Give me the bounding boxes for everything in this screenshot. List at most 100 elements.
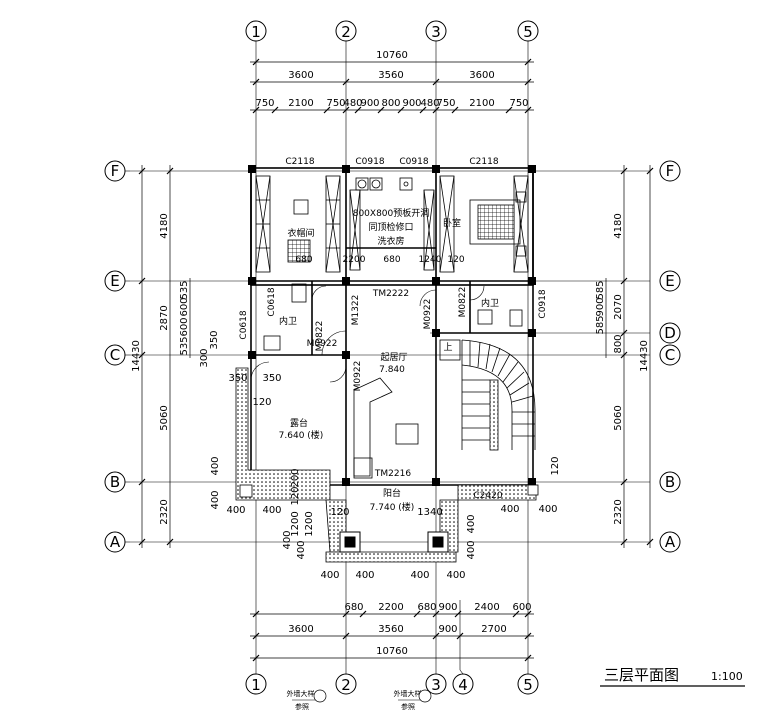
bay-dim: 4180 [159, 213, 170, 238]
room-name: 露台 [290, 417, 308, 429]
axis-label-right: E [665, 272, 674, 290]
misc-dimensions: 350 300 350 350 120 400 400 400 400 200 … [199, 255, 561, 581]
door-tag: M0922 [353, 361, 363, 392]
room-elev: 7.640 (楼) [279, 429, 324, 441]
detail-dim: 2400 [474, 602, 499, 613]
sub-dim: 585 [595, 280, 606, 299]
misc-dim: 120 [447, 255, 464, 265]
opening-labels: C2118 C0918 C0918 C2118 C0618 C0618 C091… [239, 157, 548, 501]
misc-dim: 300 [199, 348, 210, 367]
window-tag: C2118 [285, 157, 314, 167]
axis-label-left: C [110, 346, 120, 364]
columns [248, 165, 536, 486]
top-dimensions: 10760 3600 3560 3600 750 2100 750 480 90… [255, 50, 528, 109]
total-dim-right: 14430 [639, 340, 650, 372]
right-dimensions: 4180 2070 800 5060 2320 14430 585 900 58… [595, 213, 650, 524]
overall-dim-bottom: 10760 [376, 646, 408, 657]
detail-dim: 2100 [469, 98, 494, 109]
detail-dim: 480 [343, 98, 362, 109]
window-tag: C0618 [267, 287, 277, 316]
window-tag: C2118 [469, 157, 498, 167]
bay-dim: 3560 [378, 624, 403, 635]
sub-dim: 535 [179, 280, 190, 299]
door-tag: M0922 [307, 339, 338, 349]
axis-label-bottom: 5 [523, 676, 533, 694]
sub-dim: 585 [595, 315, 606, 334]
door-tag: M0822 [315, 321, 325, 352]
door-tag: M1322 [351, 295, 361, 326]
axis-leaders [125, 170, 529, 675]
axis-label-left: A [110, 533, 121, 551]
door-tag: M0822 [458, 287, 468, 318]
misc-dim: 400 [410, 570, 429, 581]
misc-dim: 1340 [417, 507, 442, 518]
misc-dim: 400 [262, 505, 281, 516]
bay-dim: 3600 [288, 624, 313, 635]
axis-label-right: D [664, 324, 676, 342]
window-tag: C2420 [473, 491, 502, 501]
axis-label-bottom: 4 [458, 676, 468, 694]
bay-dim: 3560 [378, 70, 403, 81]
detail-references: 外墙大样01 参照 外墙大样02 参照 [287, 689, 432, 711]
room-name: 内卫 [481, 297, 499, 309]
sub-dim: 600 [179, 317, 190, 336]
axis-label-right: C [665, 346, 675, 364]
room-elev: 7.740 (楼) [370, 501, 415, 513]
bay-dim: 2320 [159, 499, 170, 524]
balcony-columns [339, 531, 449, 553]
axis-label-right: F [666, 162, 675, 180]
axis-labels-left: F E C B A [110, 162, 121, 551]
detail-dim: 2200 [378, 602, 403, 613]
room-name: 内卫 [279, 315, 297, 327]
misc-dim: 400 [226, 505, 245, 516]
detail-ref-sub: 参照 [401, 702, 415, 711]
detail-dim: 900 [402, 98, 421, 109]
misc-dim: 120 [290, 486, 301, 505]
stair-note: 上 [443, 342, 452, 353]
misc-dim: 400 [210, 490, 221, 509]
misc-dim: 400 [320, 570, 339, 581]
misc-dim: 200 [290, 468, 301, 487]
bay-dim: 2700 [481, 624, 506, 635]
bay-dim: 900 [438, 624, 457, 635]
door-swings [250, 285, 485, 383]
misc-dim: 350 [228, 373, 247, 384]
bay-dim: 5060 [613, 405, 624, 430]
room-name: 阳台 [383, 487, 401, 499]
axis-labels-top: 1 2 3 5 [251, 23, 533, 41]
sub-dim: 600 [179, 297, 190, 316]
misc-dim: 680 [295, 255, 312, 265]
axis-label-right: B [665, 473, 675, 491]
sub-dim: 900 [595, 297, 606, 316]
misc-dim: 400 [500, 504, 519, 515]
bay-dim: 3600 [288, 70, 313, 81]
axis-labels-right: F E D C B A [664, 162, 676, 551]
total-dim-left: 14430 [131, 340, 142, 372]
misc-dim: 1200 [290, 511, 301, 536]
window-tag: C0918 [538, 289, 548, 318]
axis-label-left: F [111, 162, 120, 180]
axis-label-top: 2 [341, 23, 351, 41]
axis-label-left: B [110, 473, 120, 491]
misc-dim: 1200 [304, 511, 315, 536]
detail-ref-title: 外墙大样01 [287, 689, 324, 698]
room-note: 800X800预板开洞 [353, 207, 430, 219]
detail-dim: 750 [509, 98, 528, 109]
detail-dim: 900 [360, 98, 379, 109]
misc-dim: 400 [355, 570, 374, 581]
misc-dim: 400 [446, 570, 465, 581]
axis-label-top: 5 [523, 23, 533, 41]
axis-label-bottom: 2 [341, 676, 351, 694]
staircase [439, 339, 536, 451]
misc-dim: 120 [252, 397, 271, 408]
misc-dim: 350 [209, 330, 220, 349]
detail-dim: 2100 [288, 98, 313, 109]
axis-label-bottom: 3 [431, 676, 441, 694]
bay-dim: 2070 [613, 294, 624, 319]
room-name: 起居厅 [380, 352, 407, 363]
dimension-lines [138, 58, 654, 662]
misc-dim: 2200 [343, 255, 366, 265]
misc-dim: 1240 [419, 255, 442, 265]
sub-dim: 535 [179, 336, 190, 355]
